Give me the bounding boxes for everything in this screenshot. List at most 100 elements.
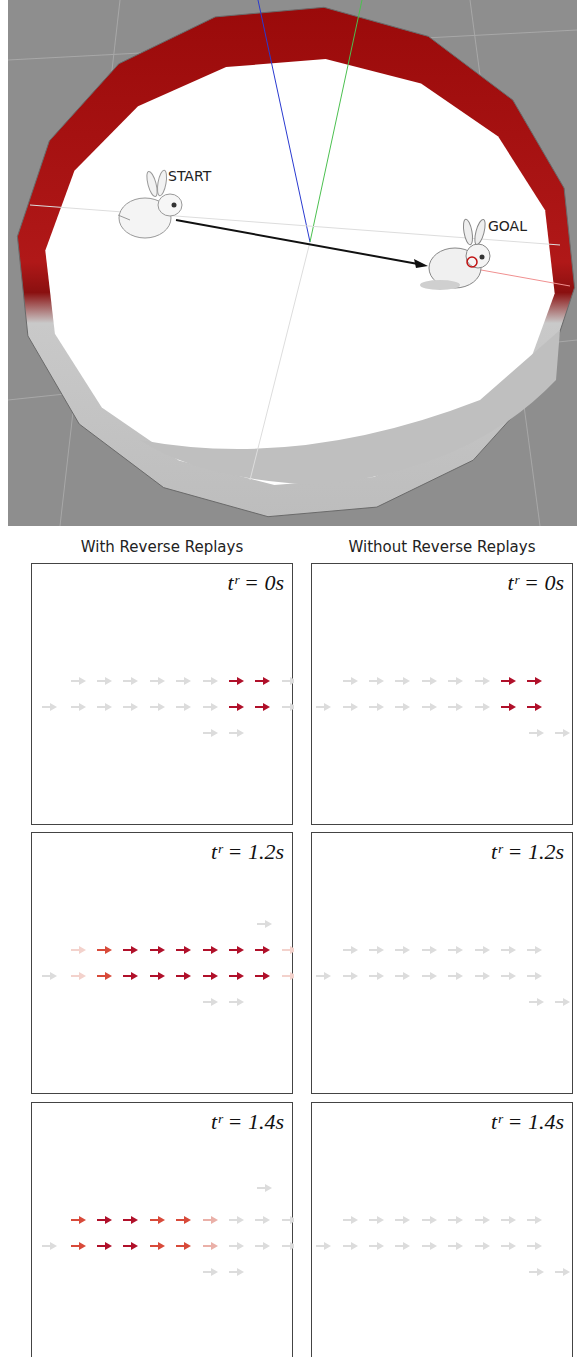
policy-arrow xyxy=(257,920,272,928)
policy-arrow xyxy=(555,1268,570,1276)
policy-arrow xyxy=(255,677,270,685)
policy-arrow xyxy=(176,1242,191,1250)
column-heading: With Reverse Replays xyxy=(81,538,243,556)
policy-arrow xyxy=(255,1216,270,1224)
policy-arrow xyxy=(229,946,244,954)
time-label: tʳ = 1.4s xyxy=(211,1109,284,1135)
replay-panel: tʳ = 0s xyxy=(311,563,573,825)
policy-arrow xyxy=(229,1268,244,1276)
policy-arrow xyxy=(42,703,57,711)
policy-arrow xyxy=(71,946,86,954)
policy-arrow xyxy=(527,946,542,954)
policy-arrow xyxy=(203,1242,218,1250)
policy-arrow xyxy=(475,703,490,711)
policy-arrow xyxy=(395,1242,410,1250)
policy-arrow xyxy=(369,972,384,980)
arrow-field xyxy=(312,1103,574,1357)
policy-arrow xyxy=(176,677,191,685)
policy-arrow xyxy=(229,703,244,711)
policy-arrow xyxy=(475,1216,490,1224)
policy-arrow xyxy=(501,1216,516,1224)
policy-arrow xyxy=(316,703,331,711)
policy-arrow xyxy=(369,946,384,954)
policy-arrow xyxy=(203,998,218,1006)
policy-arrow xyxy=(527,1216,542,1224)
policy-arrow xyxy=(71,972,86,980)
policy-arrow xyxy=(343,1242,358,1250)
policy-arrow xyxy=(282,703,294,711)
policy-arrow xyxy=(123,972,138,980)
policy-arrow xyxy=(422,1242,437,1250)
policy-arrow xyxy=(229,1216,244,1224)
policy-arrow xyxy=(501,1242,516,1250)
policy-arrow xyxy=(395,946,410,954)
replay-panel: tʳ = 1.2s xyxy=(311,832,573,1094)
policy-arrow xyxy=(71,677,86,685)
policy-arrow xyxy=(448,703,463,711)
policy-arrow xyxy=(343,946,358,954)
policy-arrow xyxy=(229,1242,244,1250)
policy-arrow xyxy=(343,703,358,711)
policy-arrow xyxy=(501,946,516,954)
policy-arrow xyxy=(255,946,270,954)
arrow-field xyxy=(312,564,574,826)
policy-arrow xyxy=(501,972,516,980)
time-label: tʳ = 1.2s xyxy=(211,839,284,865)
arena-render xyxy=(0,0,577,530)
policy-arrow xyxy=(527,703,542,711)
policy-arrow xyxy=(395,703,410,711)
time-label: tʳ = 0s xyxy=(228,570,284,596)
policy-arrow xyxy=(369,1242,384,1250)
policy-arrow xyxy=(203,972,218,980)
replay-panel: tʳ = 1.2s xyxy=(31,832,293,1094)
policy-arrow xyxy=(527,677,542,685)
time-label: tʳ = 1.4s xyxy=(491,1109,564,1135)
policy-arrow xyxy=(501,703,516,711)
policy-arrow xyxy=(475,972,490,980)
goal-label: GOAL xyxy=(488,218,527,234)
policy-arrow xyxy=(395,1216,410,1224)
policy-arrow xyxy=(475,677,490,685)
policy-arrow xyxy=(448,677,463,685)
arrow-field xyxy=(32,833,294,1095)
policy-arrow xyxy=(203,1216,218,1224)
policy-arrow xyxy=(316,1242,331,1250)
policy-arrow xyxy=(255,1242,270,1250)
policy-arrow xyxy=(282,972,294,980)
replay-panel: tʳ = 1.4s xyxy=(31,1102,293,1357)
policy-arrow xyxy=(448,972,463,980)
policy-arrow xyxy=(422,946,437,954)
policy-arrow xyxy=(97,1216,112,1224)
policy-arrow xyxy=(123,677,138,685)
policy-arrow xyxy=(448,1242,463,1250)
policy-arrow xyxy=(97,1242,112,1250)
arrow-field xyxy=(32,564,294,826)
policy-arrow xyxy=(97,677,112,685)
policy-arrow xyxy=(150,703,165,711)
policy-arrow xyxy=(229,972,244,980)
policy-arrow xyxy=(176,1216,191,1224)
policy-arrow xyxy=(176,972,191,980)
policy-arrow xyxy=(203,703,218,711)
policy-arrow xyxy=(555,729,570,737)
policy-arrow xyxy=(555,998,570,1006)
policy-arrow xyxy=(97,703,112,711)
policy-arrow xyxy=(422,972,437,980)
policy-arrow xyxy=(316,972,331,980)
policy-arrow xyxy=(255,703,270,711)
policy-arrow xyxy=(71,1216,86,1224)
arrow-field xyxy=(32,1103,294,1357)
policy-arrow xyxy=(229,677,244,685)
time-label: tʳ = 0s xyxy=(508,570,564,596)
time-label: tʳ = 1.2s xyxy=(491,839,564,865)
policy-arrow xyxy=(150,1242,165,1250)
policy-arrow xyxy=(369,703,384,711)
policy-arrow xyxy=(150,677,165,685)
policy-arrow xyxy=(97,946,112,954)
policy-arrow xyxy=(229,998,244,1006)
policy-arrow xyxy=(448,1216,463,1224)
policy-arrow xyxy=(343,677,358,685)
path-arrow xyxy=(176,220,428,268)
policy-arrow xyxy=(42,972,57,980)
policy-arrow xyxy=(71,703,86,711)
